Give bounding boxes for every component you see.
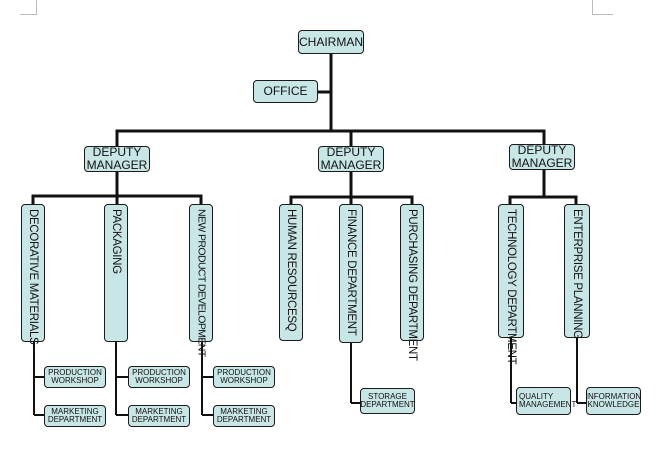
department-label: HUMAN RESOURCESQ <box>285 209 298 332</box>
department-label: ENTERPRISE PLANNING <box>571 209 584 339</box>
department-label: NEW PRODUCT DEVELOPMENT <box>195 209 208 357</box>
sub-unit-label: MARKETING DEPARTMENT <box>216 406 272 424</box>
department-label: FINANCE DEPARTMENT <box>345 209 358 336</box>
quality-management-box: QUALITY MANAGEMENT <box>516 387 576 415</box>
department-purchasing: PURCHASING DEPARTMENT <box>400 204 424 361</box>
sub-unit-label: MARKETING DEPARTMENT <box>47 406 103 424</box>
sub-unit-label: STORAGE DEPARTMENT <box>360 391 415 409</box>
department-human-resources: HUMAN RESOURCESQ <box>279 204 303 341</box>
sub-unit-label: PRODUCTION WORKSHOP <box>217 367 271 385</box>
chairman-label: CHAIRMAN <box>299 34 364 49</box>
department-packaging: PACKAGING <box>104 204 128 342</box>
office-label: OFFICE <box>263 84 308 99</box>
sub-unit-label: PRODUCTION WORKSHOP <box>132 367 186 385</box>
storage-department-box: STORAGE DEPARTMENT <box>360 388 415 414</box>
marketing-department-box-2: MARKETING DEPARTMENT <box>128 405 190 427</box>
deputy-manager-label: DEPUTY MANAGER <box>86 145 148 172</box>
department-finance: FINANCE DEPARTMENT <box>339 204 363 343</box>
information-knowledge-box: INFORMATION KNOWLEDGE <box>586 387 641 415</box>
production-workshop-box-1: PRODUCTION WORKSHOP <box>44 366 106 388</box>
marketing-department-box-3: MARKETING DEPARTMENT <box>213 405 275 427</box>
production-workshop-box-2: PRODUCTION WORKSHOP <box>128 366 190 388</box>
sub-unit-label: INFORMATION KNOWLEDGE <box>585 391 642 409</box>
deputy-manager-label: DEPUTY MANAGER <box>320 145 382 172</box>
sub-unit-label: PRODUCTION WORKSHOP <box>48 367 102 385</box>
department-enterprise-planning: ENTERPRISE PLANNING <box>564 204 590 339</box>
deputy-manager-label: DEPUTY MANAGER <box>511 143 573 170</box>
corner-mark-left <box>20 0 37 15</box>
sub-unit-label: QUALITY MANAGEMENT <box>519 391 577 409</box>
department-technology: TECHNOLOGY DEPARTMENT <box>498 204 524 364</box>
department-label: PACKAGING <box>110 209 123 274</box>
deputy-manager-box-1: DEPUTY MANAGER <box>84 146 150 172</box>
department-new-product-development: NEW PRODUCT DEVELOPMENT <box>189 204 213 357</box>
marketing-department-box-1: MARKETING DEPARTMENT <box>44 405 106 427</box>
office-box: OFFICE <box>253 80 318 103</box>
department-decorative-materials: DECORATIVE MATERIALS <box>21 204 45 345</box>
sub-unit-label: MARKETING DEPARTMENT <box>131 406 187 424</box>
production-workshop-box-3: PRODUCTION WORKSHOP <box>213 366 275 388</box>
chairman-box: CHAIRMAN <box>298 30 364 54</box>
corner-mark-right <box>592 0 613 15</box>
department-label: DECORATIVE MATERIALS <box>27 209 40 345</box>
deputy-manager-box-2: DEPUTY MANAGER <box>318 146 384 172</box>
department-label: TECHNOLOGY DEPARTMENT <box>505 209 518 365</box>
deputy-manager-box-3: DEPUTY MANAGER <box>509 144 575 170</box>
department-label: PURCHASING DEPARTMENT <box>406 209 419 361</box>
